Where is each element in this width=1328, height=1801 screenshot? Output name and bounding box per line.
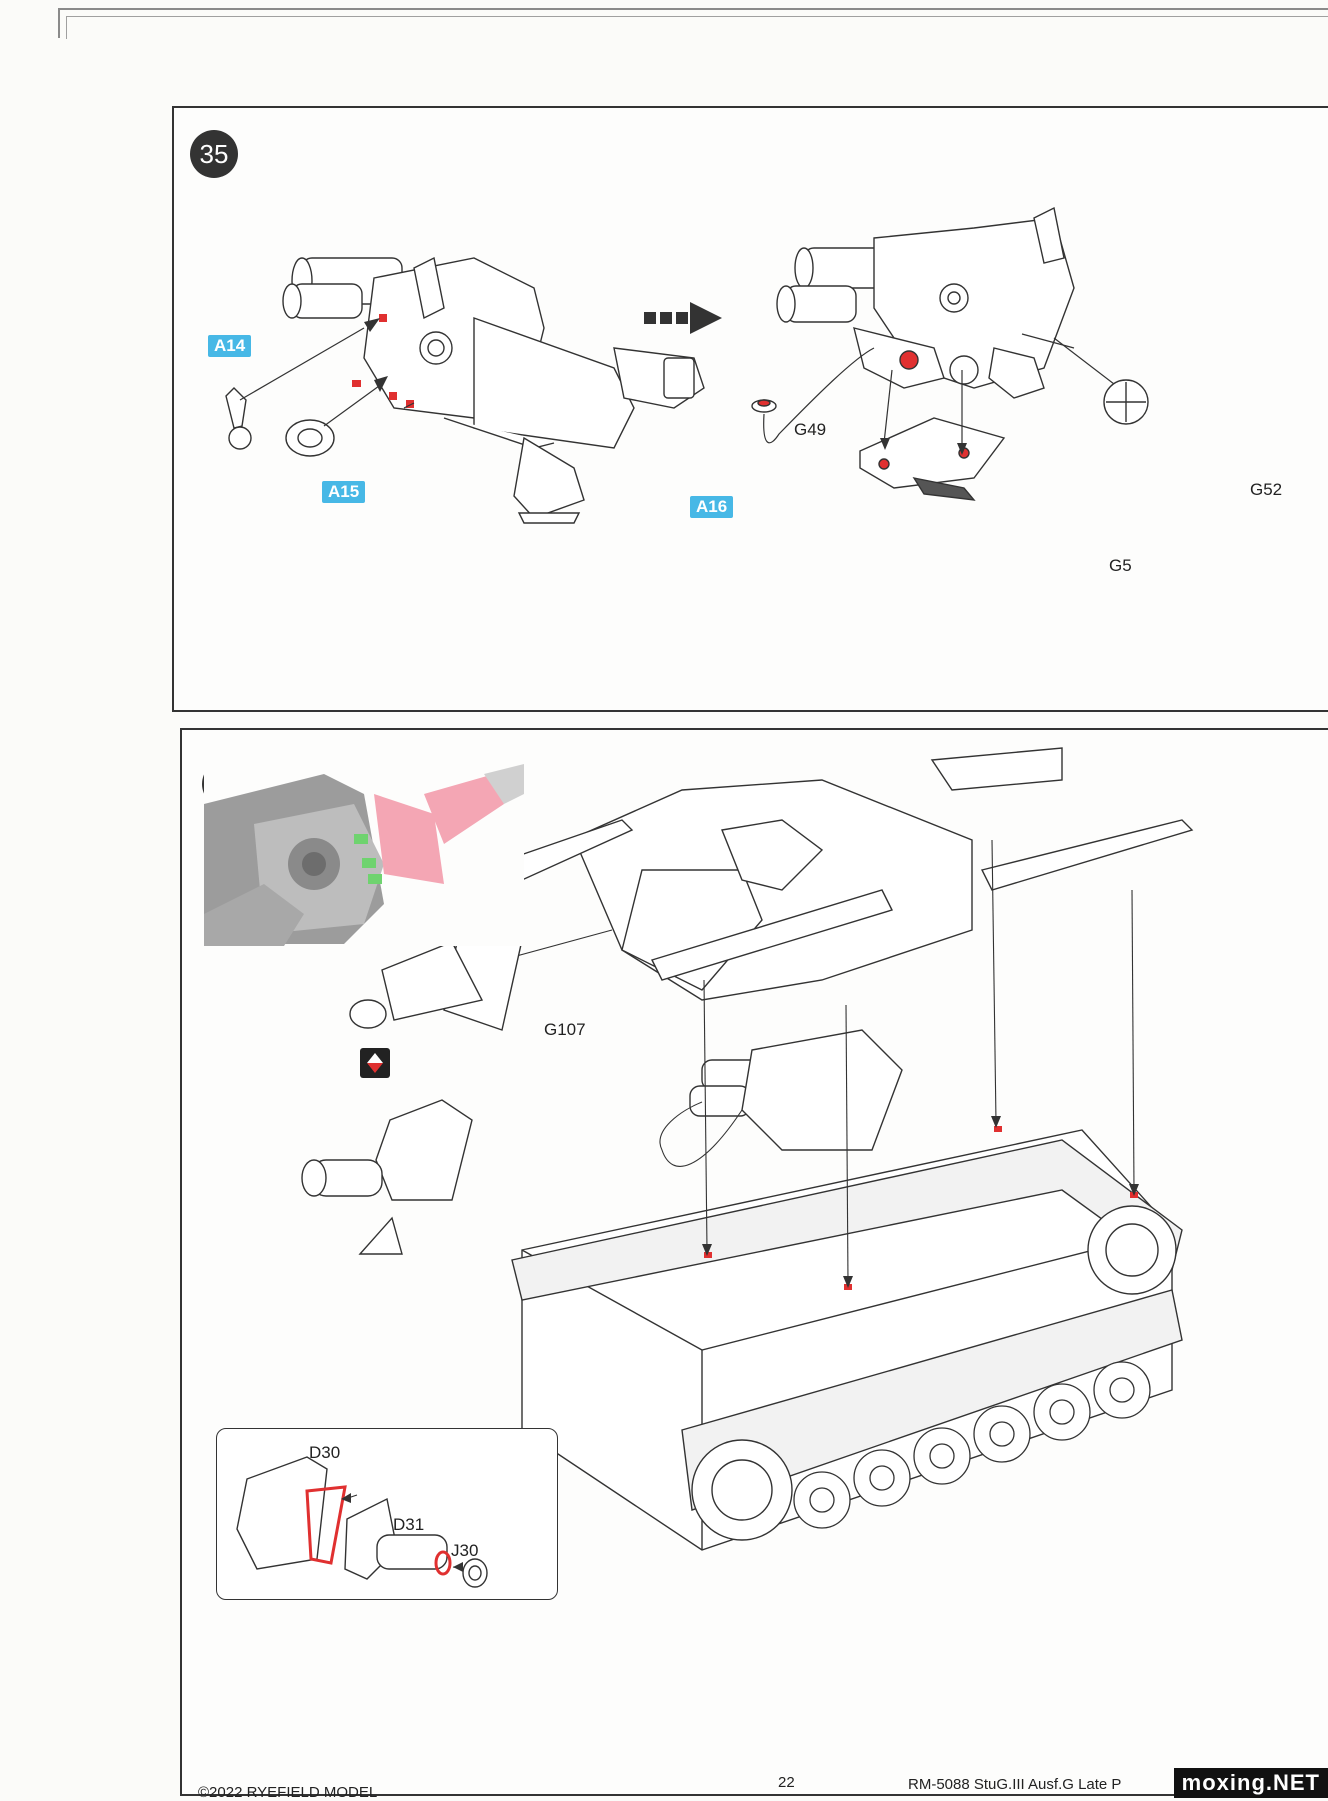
callout-detail-box: D30 D31 J30 (216, 1428, 558, 1600)
part-badge-a16: A16 (690, 496, 734, 518)
hull-assembly-drawing (301, 747, 1194, 1551)
part-label-g52: G52 (1250, 480, 1283, 499)
step-35-panel: 35 (172, 106, 1328, 712)
part-label-g5: G5 (1109, 556, 1132, 575)
footer-copyright: ©2022 RYEFIELD MODEL (198, 1784, 378, 1801)
footer-page-number: 22 (778, 1774, 795, 1791)
part-label-g49: G49 (794, 420, 827, 439)
part-label-g107: G107 (544, 1020, 586, 1039)
part-label-d31: D31 (393, 1515, 425, 1534)
step-36-panel: 36 (180, 728, 1328, 1796)
part-label-d30: D30 (309, 1443, 341, 1462)
part-badge-a14: A14 (208, 335, 252, 357)
part-badge-a15: A15 (322, 481, 366, 503)
reference-photo-render (204, 734, 524, 946)
page-edge-shadow (66, 16, 1328, 39)
part-label-j30: J30 (451, 1541, 479, 1560)
step-35-number: 35 (190, 130, 238, 178)
reference-photo-mantlet (204, 734, 524, 946)
page-edge-shadow (58, 8, 1328, 38)
footer-product-title: RM-5088 StuG.III Ausf.G Late P (908, 1776, 1122, 1793)
gun-breech-assembly-drawing (225, 206, 1149, 524)
site-watermark: moxing.NET (1173, 1768, 1328, 1798)
mantlet-parts-drawing (236, 1456, 488, 1588)
